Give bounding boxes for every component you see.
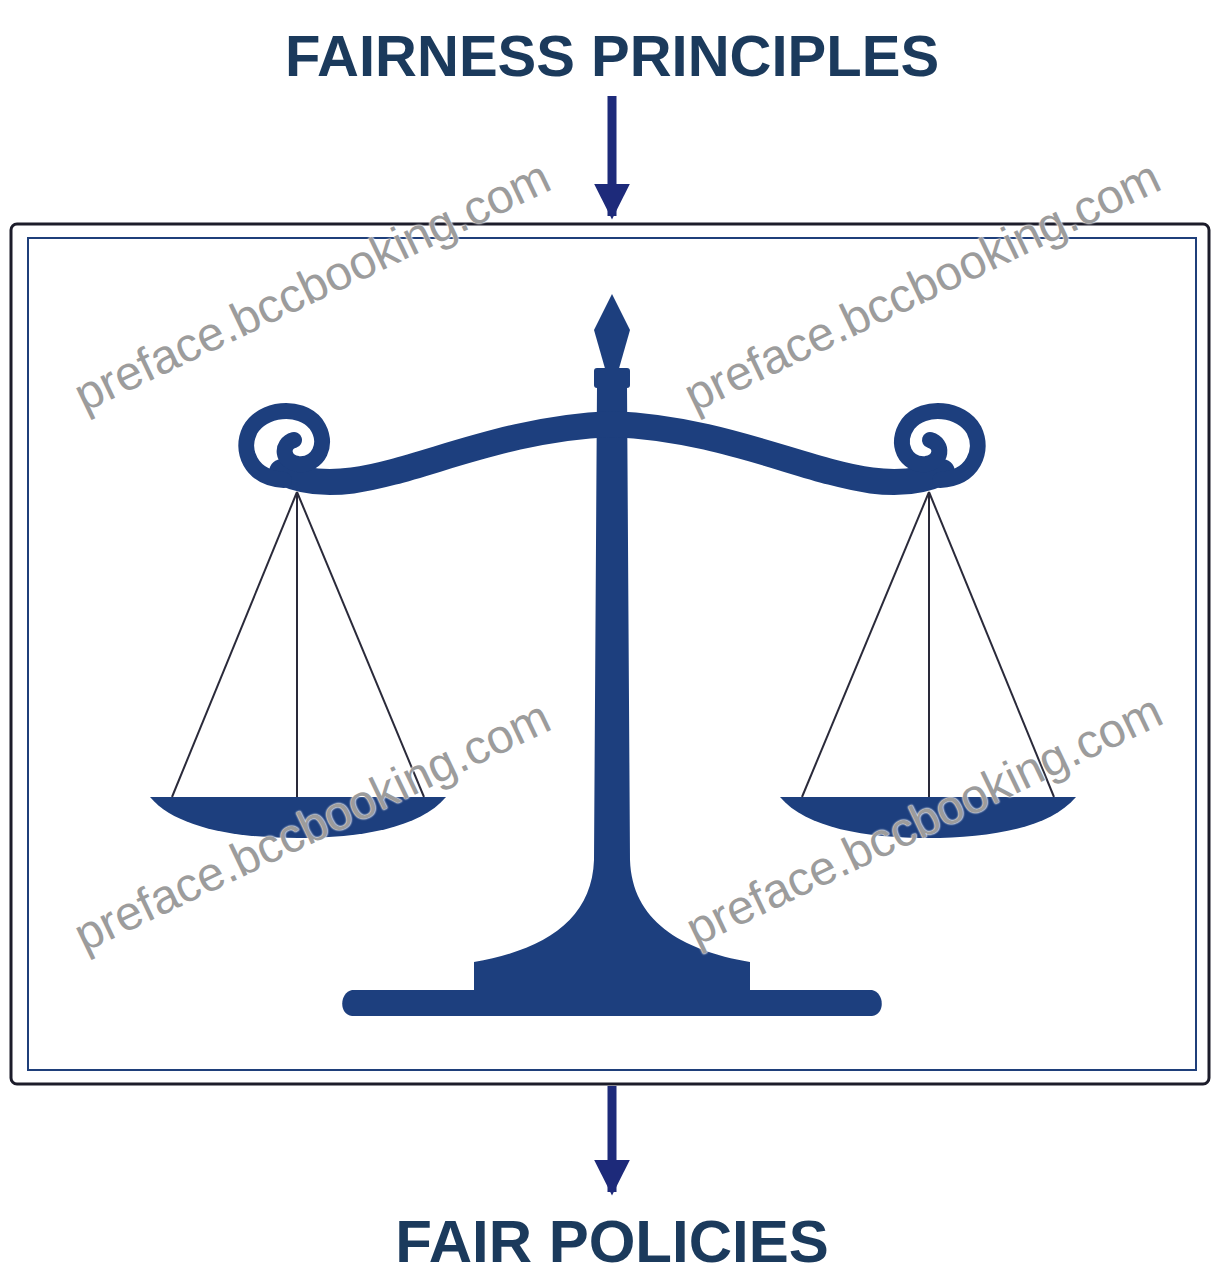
- string: [928, 492, 930, 797]
- scales-of-justice: [150, 294, 1076, 1016]
- string: [296, 492, 298, 797]
- beam: [282, 424, 942, 482]
- flow-arrow: [608, 96, 617, 216]
- string: [802, 492, 929, 797]
- input-heading: FAIRNESS PRINCIPLES: [285, 27, 939, 85]
- flow-arrow: [608, 1086, 617, 1192]
- left-scroll: [246, 411, 322, 480]
- scales-beam: [246, 411, 977, 482]
- finial: [594, 294, 630, 372]
- output-heading: FAIR POLICIES: [395, 1212, 828, 1272]
- base-plate: [342, 990, 882, 1016]
- pan-strings: [172, 492, 1054, 797]
- string: [297, 492, 424, 797]
- right-scroll: [902, 411, 978, 480]
- string: [172, 492, 297, 797]
